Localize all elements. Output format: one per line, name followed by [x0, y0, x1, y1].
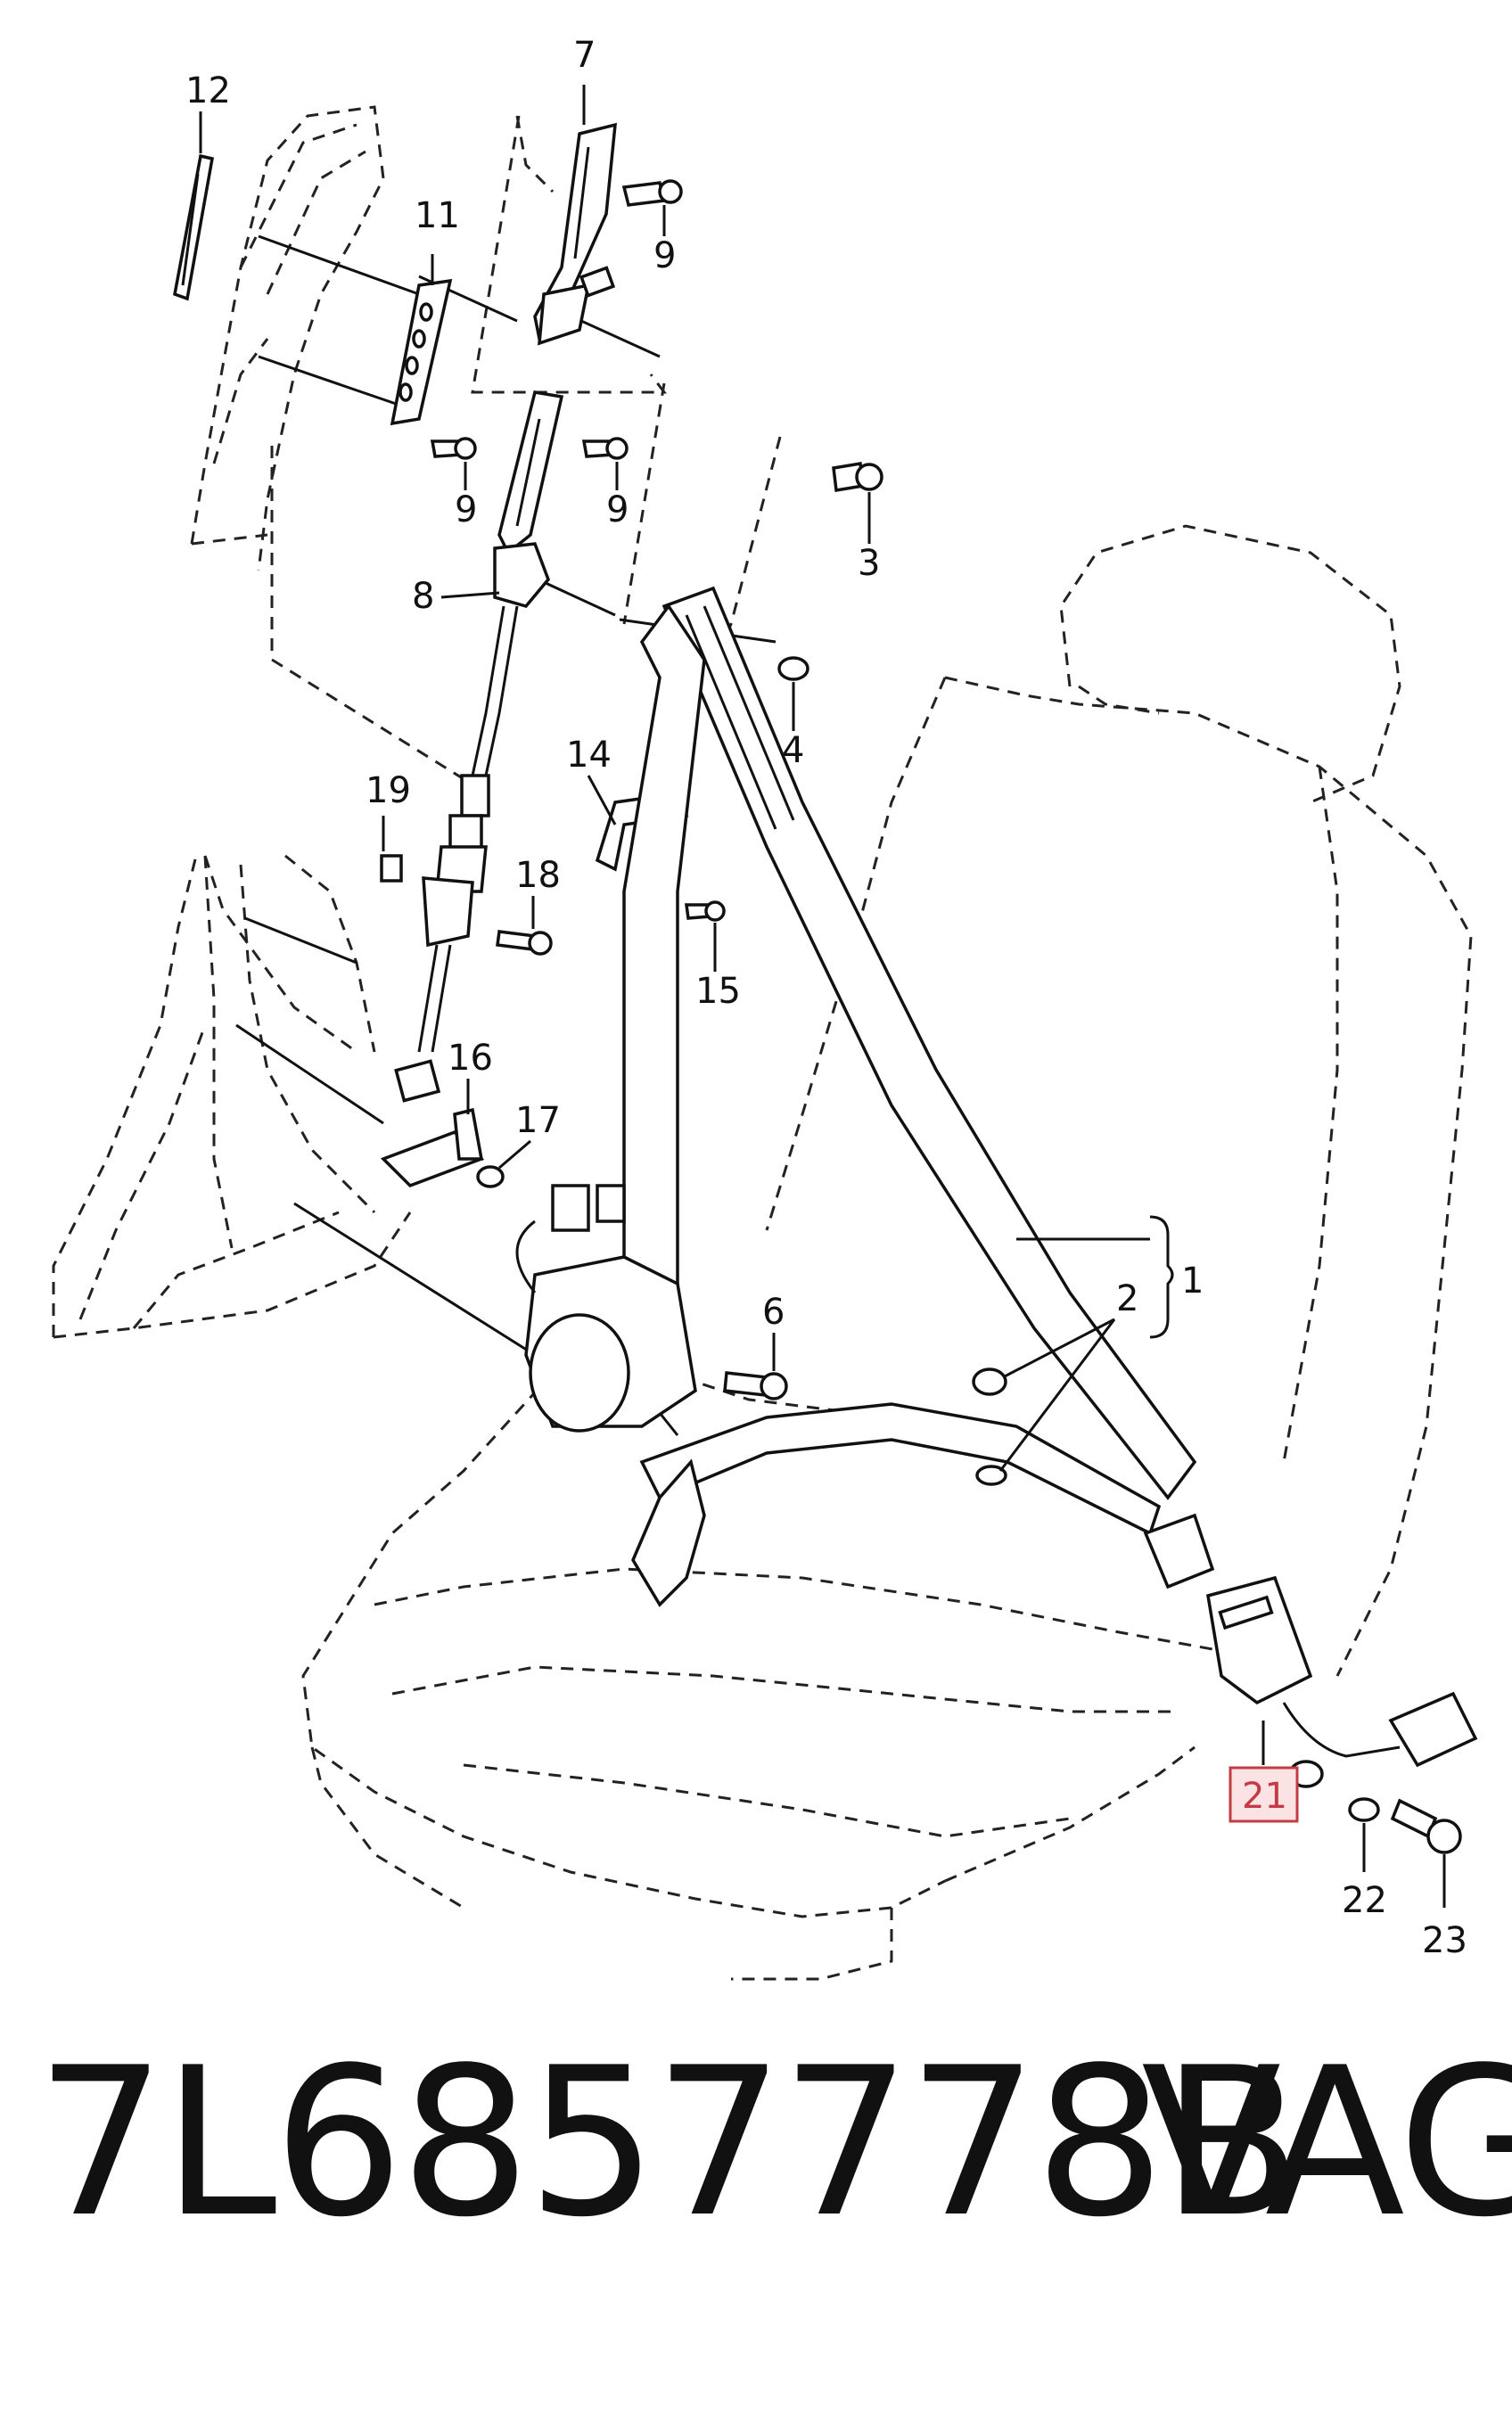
- brand-name: VAG: [1141, 2024, 1512, 2263]
- callout-8: 8: [412, 576, 434, 617]
- callout-7: 7: [573, 35, 596, 76]
- callout-2: 2: [1116, 1278, 1138, 1319]
- part-11-adjuster-plate: [390, 278, 453, 426]
- part-number: 7L6857778B: [36, 2024, 1302, 2263]
- callout-11: 11: [415, 195, 460, 236]
- seat-outline: [301, 524, 1473, 1981]
- callout-17: 17: [515, 1100, 561, 1141]
- retractor: [515, 1184, 697, 1433]
- callout-16: 16: [448, 1038, 493, 1079]
- callout-9-upper: 9: [653, 235, 676, 276]
- belt-webbing: [622, 586, 1197, 1607]
- callout-21: 21: [1242, 1776, 1287, 1817]
- callout-21-highlight-box: [1228, 1766, 1299, 1823]
- part-8-height-adjuster: [435, 390, 564, 893]
- callout-1: 1: [1181, 1261, 1204, 1302]
- callout-4: 4: [782, 730, 804, 771]
- callout-12: 12: [185, 70, 231, 111]
- callout-9-left: 9: [455, 489, 477, 530]
- callout-19: 19: [366, 770, 411, 811]
- explosion-lines: [235, 234, 777, 1436]
- callout-labels: 7 12 11 9 9 9 3 4 8 14 15 19 18 16 17 6 …: [185, 35, 1467, 1961]
- part-7-guide-rail: [533, 122, 617, 346]
- callout-9-right: 9: [606, 489, 629, 530]
- b-pillar-outline: [52, 105, 412, 1339]
- leader-lines: [199, 85, 1446, 1908]
- callout-18: 18: [515, 855, 561, 896]
- part-21-buckle: [1143, 1513, 1478, 1788]
- part-lower-adjuster: [380, 854, 474, 1103]
- callout-3: 3: [858, 543, 880, 584]
- callout-23: 23: [1422, 1920, 1467, 1961]
- part-16-bracket: [380, 1107, 485, 1188]
- callout-6: 6: [762, 1292, 785, 1333]
- callout-22: 22: [1342, 1880, 1387, 1921]
- callout-14: 14: [566, 735, 612, 776]
- seat-belt-exploded-diagram: 7 12 11 9 9 9 3 4 8 14 15 19 18 16 17 6 …: [52, 35, 1478, 1981]
- part-12-trim-strip: [173, 153, 215, 301]
- callout-15: 15: [695, 971, 741, 1012]
- bolts: [430, 179, 1462, 1854]
